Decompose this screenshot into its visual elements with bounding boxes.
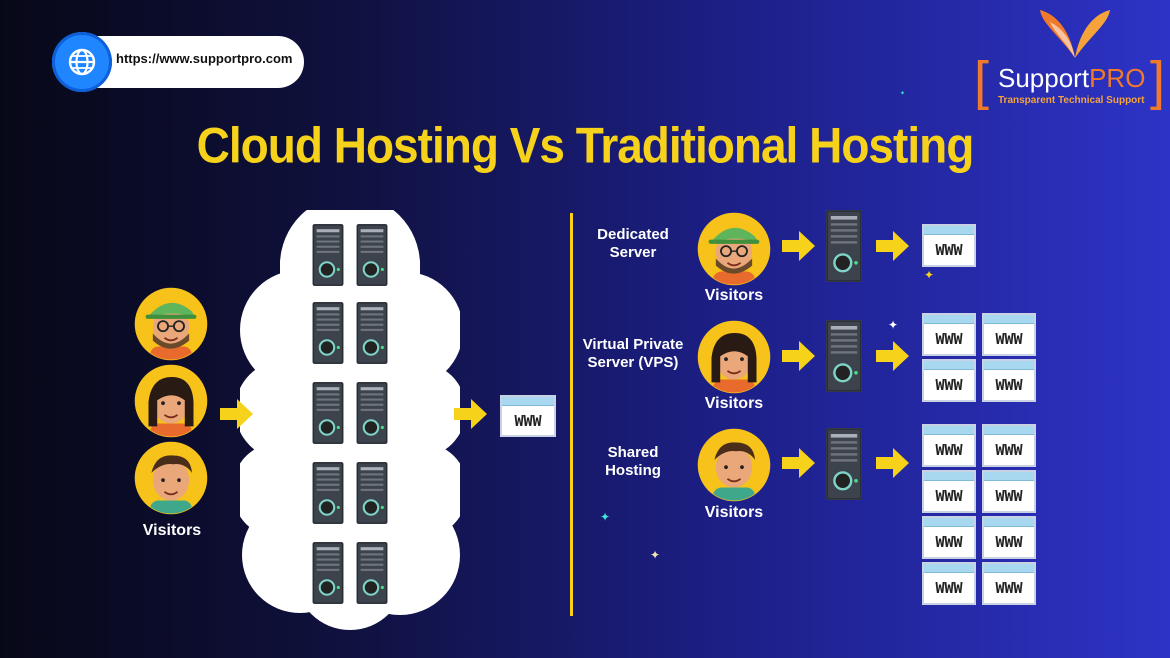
- browser-titlebar: [924, 226, 974, 235]
- browser-window-icon: WWW: [982, 313, 1036, 356]
- sparkle-icon: ✦: [900, 90, 906, 97]
- browser-window-icon: WWW: [982, 562, 1036, 605]
- browser-titlebar: [924, 564, 974, 573]
- browser-window-icon: WWW: [922, 424, 976, 467]
- browser-titlebar: [924, 361, 974, 370]
- sparkle-icon: ✦: [650, 548, 661, 562]
- browser-titlebar: [924, 315, 974, 324]
- www-label: WWW: [995, 376, 1023, 394]
- browser-titlebar: [924, 426, 974, 435]
- browser-window-icon: WWW: [982, 516, 1036, 559]
- brand-name-accent: PRO: [1089, 63, 1146, 93]
- browser-titlebar: [984, 472, 1034, 481]
- brand-bracket-right: ]: [1150, 51, 1166, 111]
- hosting-type-label: Virtual Private Server (VPS): [582, 336, 684, 371]
- brand-bracket-left: [: [974, 51, 990, 111]
- avatar-icon: [134, 287, 208, 361]
- server-icon: [356, 462, 388, 528]
- browser-titlebar: [984, 315, 1034, 324]
- www-label: WWW: [995, 330, 1023, 348]
- server-icon: [356, 382, 388, 448]
- sparkle-icon: ✦: [600, 510, 611, 524]
- www-label: WWW: [514, 412, 542, 430]
- brand-name: SupportPRO: [998, 63, 1145, 94]
- browser-window-icon: WWW: [922, 470, 976, 513]
- avatar-icon: [697, 320, 771, 394]
- sparkle-icon: ✦: [888, 318, 899, 332]
- section-divider: [570, 213, 573, 616]
- browser-window-icon: WWW: [982, 424, 1036, 467]
- server-icon: [356, 542, 388, 608]
- arrow-right-icon: [220, 397, 254, 435]
- visitors-label: Visitors: [704, 395, 764, 412]
- server-icon: [312, 542, 344, 608]
- browser-titlebar: [984, 564, 1034, 573]
- avatar-icon: [134, 364, 208, 438]
- server-icon: [312, 462, 344, 528]
- arrow-right-icon: [782, 229, 816, 267]
- avatar-icon: [697, 212, 771, 286]
- www-label: WWW: [935, 376, 963, 394]
- hosting-type-label: Shared Hosting: [605, 444, 661, 479]
- server-icon: [826, 426, 862, 506]
- www-label: WWW: [935, 487, 963, 505]
- cloud-website: WWW: [500, 395, 556, 437]
- server-icon: [312, 224, 344, 290]
- server-icon: [826, 318, 862, 398]
- www-label: WWW: [995, 441, 1023, 459]
- server-icon: [356, 302, 388, 368]
- browser-window-icon: WWW: [982, 359, 1036, 402]
- browser-titlebar: [924, 472, 974, 481]
- browser-titlebar: [984, 361, 1034, 370]
- browser-window-icon: WWW: [922, 562, 976, 605]
- server-icon: [356, 224, 388, 290]
- www-label: WWW: [935, 579, 963, 597]
- brand-logo: [1030, 6, 1120, 62]
- arrow-right-icon: [876, 446, 910, 484]
- www-label: WWW: [995, 533, 1023, 551]
- www-label: WWW: [935, 330, 963, 348]
- avatar-icon: [697, 428, 771, 502]
- browser-titlebar: [502, 397, 554, 406]
- arrow-right-icon: [782, 446, 816, 484]
- hosting-type-label: Dedicated Server: [597, 226, 669, 261]
- browser-window-icon: WWW: [922, 313, 976, 356]
- butterfly-logo-icon: [1040, 10, 1110, 58]
- brand-tagline: Transparent Technical Support: [998, 95, 1145, 106]
- www-label: WWW: [935, 441, 963, 459]
- visitors-label: Visitors: [704, 504, 764, 521]
- browser-window-icon: WWW: [922, 516, 976, 559]
- browser-window-icon: WWW: [922, 359, 976, 402]
- globe-icon: [52, 32, 112, 92]
- server-icon: [312, 382, 344, 448]
- browser-titlebar: [984, 518, 1034, 527]
- brand-name-main: Support: [998, 63, 1090, 93]
- arrow-right-icon: [454, 397, 488, 435]
- browser-titlebar: [984, 426, 1034, 435]
- browser-window-icon: WWW: [982, 470, 1036, 513]
- www-label: WWW: [935, 533, 963, 551]
- arrow-right-icon: [876, 229, 910, 267]
- url-text[interactable]: https://www.supportpro.com: [116, 51, 293, 66]
- avatar-icon: [134, 441, 208, 515]
- sparkle-icon: ✦: [924, 268, 935, 282]
- browser-window-icon: WWW: [922, 224, 976, 267]
- page-title: Cloud Hosting Vs Traditional Hosting: [196, 116, 975, 174]
- arrow-right-icon: [876, 339, 910, 377]
- browser-titlebar: [924, 518, 974, 527]
- cloud-shape: [240, 210, 460, 630]
- cloud-visitors-label: Visitors: [142, 522, 202, 539]
- server-icon: [312, 302, 344, 368]
- server-icon: [826, 208, 862, 288]
- www-label: WWW: [935, 241, 963, 259]
- www-label: WWW: [995, 579, 1023, 597]
- www-label: WWW: [995, 487, 1023, 505]
- visitors-label: Visitors: [704, 287, 764, 304]
- arrow-right-icon: [782, 339, 816, 377]
